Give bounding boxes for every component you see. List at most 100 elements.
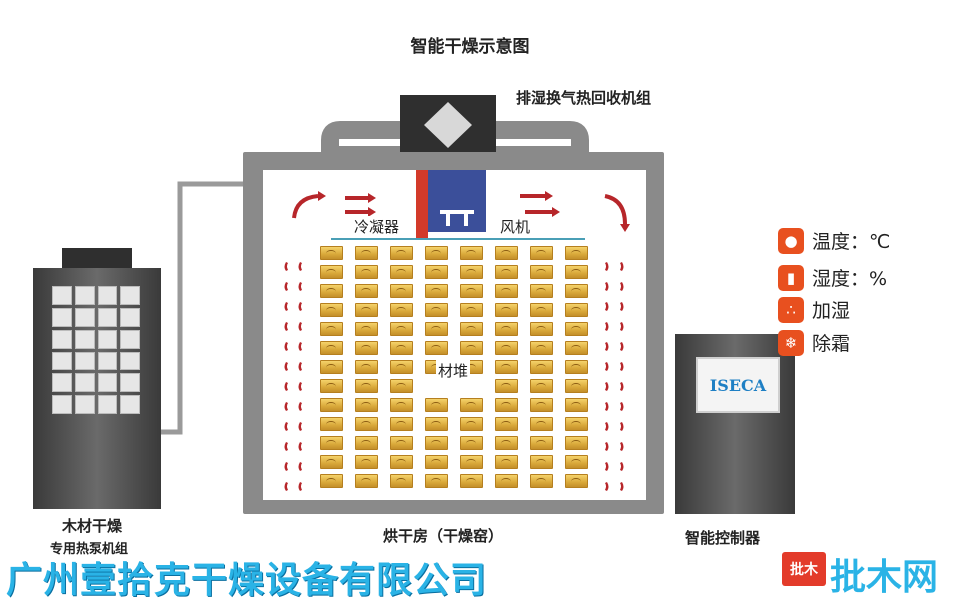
- timber-board: [425, 436, 448, 450]
- timber-board: [320, 322, 343, 336]
- side-airflow-arrow: [605, 402, 609, 411]
- timber-board: [565, 246, 588, 260]
- side-airflow-arrow: [605, 302, 609, 311]
- timber-board: [390, 284, 413, 298]
- side-airflow-arrow: [605, 422, 609, 431]
- timber-board: [355, 455, 378, 469]
- timber-board: [565, 284, 588, 298]
- heatpump-grille: [52, 286, 140, 414]
- side-airflow-arrow: [284, 442, 288, 451]
- side-airflow-arrow: [284, 302, 288, 311]
- timber-board: [390, 303, 413, 317]
- timber-board: [530, 360, 553, 374]
- timber-board: [530, 417, 553, 431]
- timber-board: [320, 360, 343, 374]
- timber-board: [495, 360, 518, 374]
- timber-board: [425, 284, 448, 298]
- timber-board: [390, 455, 413, 469]
- side-airflow-arrow: [298, 442, 302, 451]
- side-airflow-arrow: [620, 462, 624, 471]
- controller-screen: ISECA: [696, 357, 780, 413]
- side-airflow-arrow: [298, 462, 302, 471]
- timber-board: [320, 303, 343, 317]
- condenser-label: 冷凝器: [352, 216, 402, 237]
- timber-board: [460, 284, 483, 298]
- legend-label: 温度：℃: [812, 231, 891, 253]
- timber-board: [425, 417, 448, 431]
- timber-board: [565, 303, 588, 317]
- timber-board: [355, 284, 378, 298]
- timber-board: [425, 322, 448, 336]
- side-airflow-arrow: [298, 322, 302, 331]
- timber-board: [460, 436, 483, 450]
- timber-board: [460, 322, 483, 336]
- timber-board: [390, 246, 413, 260]
- side-airflow-arrow: [284, 462, 288, 471]
- timber-board: [565, 436, 588, 450]
- timber-board: [460, 246, 483, 260]
- side-airflow-arrow: [298, 342, 302, 351]
- timber-board: [390, 341, 413, 355]
- timber-board: [530, 398, 553, 412]
- heatpump-pipe: [160, 181, 244, 435]
- timber-board: [530, 474, 553, 488]
- timber-board: [495, 246, 518, 260]
- snowflake-icon: ❄: [778, 329, 804, 356]
- timber-board: [355, 436, 378, 450]
- pile-label: 材堆: [436, 360, 471, 381]
- timber-board: [355, 379, 378, 393]
- timber-board: [495, 341, 518, 355]
- timber-board: [390, 379, 413, 393]
- timber-board: [530, 436, 553, 450]
- watermark-site: 批木网: [830, 557, 939, 598]
- timber-board: [425, 265, 448, 279]
- timber-board: [355, 246, 378, 260]
- side-airflow-arrow: [284, 262, 288, 271]
- heatpump-fan-top: [62, 248, 132, 270]
- timber-board: [565, 417, 588, 431]
- timber-board: [355, 341, 378, 355]
- timber-board: [425, 303, 448, 317]
- timber-board: [390, 436, 413, 450]
- timber-board: [565, 265, 588, 279]
- side-airflow-arrow: [620, 342, 624, 351]
- timber-board: [565, 379, 588, 393]
- side-airflow-arrow: [620, 302, 624, 311]
- fan-housing: [428, 170, 486, 232]
- timber-board: [460, 265, 483, 279]
- timber-board: [390, 322, 413, 336]
- timber-board: [565, 455, 588, 469]
- side-airflow-arrow: [620, 362, 624, 371]
- timber-board: [460, 303, 483, 317]
- timber-board: [460, 417, 483, 431]
- side-airflow-arrow: [605, 382, 609, 391]
- timber-board: [320, 265, 343, 279]
- side-airflow-arrow: [605, 462, 609, 471]
- side-airflow-arrow: [298, 482, 302, 491]
- timber-board: [355, 265, 378, 279]
- side-airflow-arrow: [298, 402, 302, 411]
- side-airflow-arrow: [605, 322, 609, 331]
- timber-board: [565, 398, 588, 412]
- timber-board: [320, 455, 343, 469]
- controller-screen-text: ISECA: [709, 375, 767, 395]
- side-airflow-arrow: [620, 282, 624, 291]
- timber-board: [530, 379, 553, 393]
- legend-label: 加湿: [812, 300, 851, 322]
- timber-board: [530, 322, 553, 336]
- timber-board: [460, 398, 483, 412]
- timber-board: [495, 322, 518, 336]
- timber-board: [390, 265, 413, 279]
- diagram-title: 智能干燥示意图: [410, 37, 530, 57]
- timber-board: [320, 379, 343, 393]
- side-airflow-arrow: [284, 282, 288, 291]
- timber-board: [495, 474, 518, 488]
- timber-board: [530, 341, 553, 355]
- timber-board: [565, 360, 588, 374]
- timber-board: [355, 474, 378, 488]
- side-airflow-arrow: [298, 262, 302, 271]
- timber-board: [530, 303, 553, 317]
- side-airflow-arrow: [298, 422, 302, 431]
